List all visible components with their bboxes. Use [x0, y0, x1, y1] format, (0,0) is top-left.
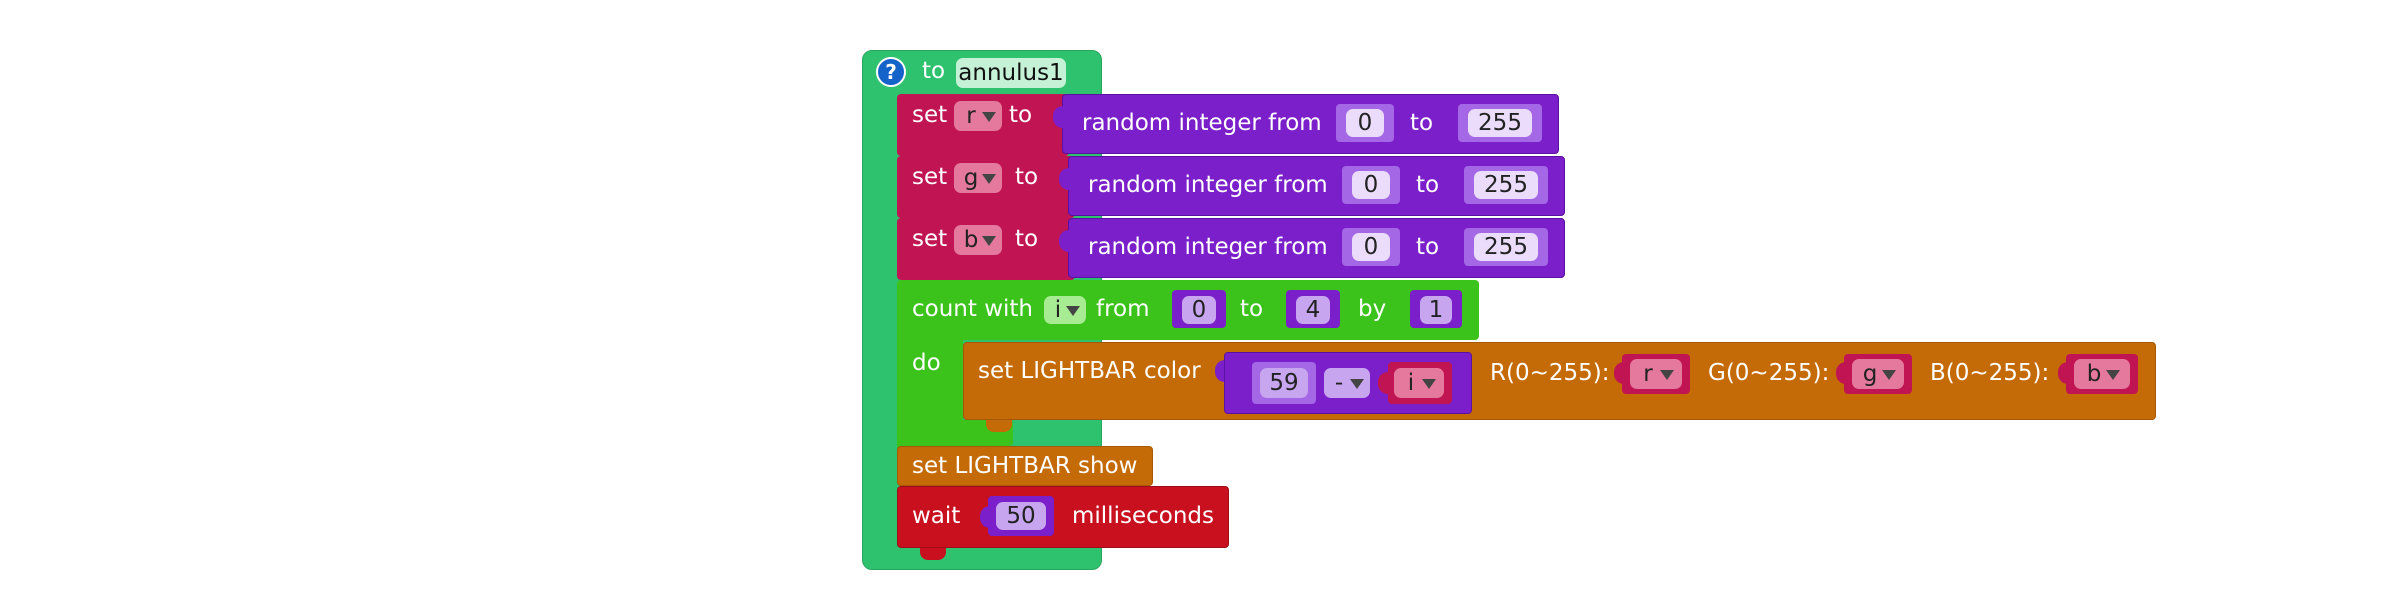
count-loop-label: count with — [912, 296, 1033, 322]
count-loop-from-label: from — [1096, 296, 1150, 322]
lightbar-g-dropdown[interactable]: g — [1852, 359, 1904, 389]
chevron-down-icon — [1422, 379, 1436, 389]
lightbar-color-notch — [986, 420, 1012, 432]
set-b-var-label: b — [963, 227, 979, 253]
random-g-to-label: to — [1416, 172, 1440, 198]
wait-notch — [920, 548, 946, 560]
random-b-to-field[interactable]: 255 — [1474, 233, 1538, 261]
lightbar-color-label: set LIGHTBAR color — [978, 358, 1201, 384]
chevron-down-icon — [1882, 370, 1896, 380]
procedure-name-field[interactable]: annulus1 — [956, 58, 1066, 88]
random-r-nib — [1053, 106, 1063, 128]
count-loop-by-label: by — [1358, 296, 1387, 322]
lightbar-g-var-label: g — [1862, 361, 1878, 387]
set-g-to: to — [1015, 164, 1039, 190]
chevron-down-icon — [2106, 370, 2120, 380]
wait-unit-label: milliseconds — [1072, 503, 1214, 529]
random-b-from-field[interactable]: 0 — [1352, 233, 1390, 261]
set-r-variable-dropdown[interactable]: r — [954, 101, 1002, 131]
random-b-to-label: to — [1416, 234, 1440, 260]
procedure-keyword: to — [922, 58, 946, 84]
lightbar-index-nib — [1215, 360, 1225, 382]
help-icon[interactable]: ? — [876, 57, 906, 87]
random-g-nib — [1059, 168, 1069, 190]
lightbar-index-a-field[interactable]: 59 — [1260, 368, 1308, 398]
lightbar-r-var-label: r — [1643, 361, 1653, 387]
lightbar-operator-dropdown[interactable]: - — [1324, 368, 1370, 398]
random-g-label: random integer from — [1088, 172, 1328, 198]
set-r-keyword: set — [912, 102, 948, 128]
chevron-down-icon — [982, 112, 996, 122]
set-g-keyword: set — [912, 164, 948, 190]
count-loop-to-field[interactable]: 4 — [1296, 296, 1330, 324]
chevron-down-icon — [1350, 379, 1364, 389]
count-loop-from-field[interactable]: 0 — [1182, 296, 1216, 324]
set-b-keyword: set — [912, 226, 948, 252]
count-loop-var-label: i — [1054, 297, 1062, 323]
set-r-var-label: r — [966, 103, 976, 129]
random-r-to-label: to — [1410, 110, 1434, 136]
lightbar-operator-label: - — [1334, 370, 1344, 396]
random-g-from-field[interactable]: 0 — [1352, 171, 1390, 199]
lightbar-r-label: R(0~255): — [1490, 360, 1610, 386]
wait-block[interactable] — [897, 486, 1229, 548]
random-b-label: random integer from — [1088, 234, 1328, 260]
chevron-down-icon — [982, 174, 996, 184]
random-r-from-field[interactable]: 0 — [1346, 109, 1384, 137]
lightbar-b-dropdown[interactable]: b — [2074, 359, 2130, 389]
lightbar-b-var-label: b — [2086, 361, 2102, 387]
chevron-down-icon — [1066, 306, 1080, 316]
lightbar-r-dropdown[interactable]: r — [1630, 359, 1682, 389]
chevron-down-icon — [982, 236, 996, 246]
lightbar-index-b-dropdown[interactable]: i — [1394, 368, 1444, 398]
wait-label: wait — [912, 503, 961, 529]
random-b-nib — [1059, 230, 1069, 252]
lightbar-g-nib — [1836, 362, 1846, 384]
set-r-to: to — [1009, 102, 1033, 128]
set-g-variable-dropdown[interactable]: g — [954, 163, 1002, 193]
lightbar-b-nib — [2058, 362, 2068, 384]
set-g-var-label: g — [963, 165, 979, 191]
random-r-to-field[interactable]: 255 — [1468, 109, 1532, 137]
lightbar-b-label: B(0~255): — [1930, 360, 2050, 386]
set-b-to: to — [1015, 226, 1039, 252]
wait-value-nib — [980, 506, 990, 528]
lightbar-show-label: set LIGHTBAR show — [912, 453, 1138, 479]
wait-value-field[interactable]: 50 — [996, 502, 1046, 530]
count-loop-variable-dropdown[interactable]: i — [1044, 296, 1086, 324]
lightbar-color-block[interactable] — [963, 342, 2156, 420]
count-loop-to-label: to — [1240, 296, 1264, 322]
lightbar-show-block[interactable] — [897, 446, 1153, 486]
lightbar-index-b-nib — [1378, 372, 1388, 394]
set-b-variable-dropdown[interactable]: b — [954, 225, 1002, 255]
random-g-to-field[interactable]: 255 — [1474, 171, 1538, 199]
random-r-label: random integer from — [1082, 110, 1322, 136]
lightbar-index-b-label: i — [1407, 370, 1415, 396]
lightbar-r-nib — [1614, 362, 1624, 384]
count-loop-do-label: do — [912, 350, 941, 376]
chevron-down-icon — [1660, 370, 1674, 380]
lightbar-g-label: G(0~255): — [1708, 360, 1830, 386]
count-loop-by-field[interactable]: 1 — [1420, 296, 1452, 324]
